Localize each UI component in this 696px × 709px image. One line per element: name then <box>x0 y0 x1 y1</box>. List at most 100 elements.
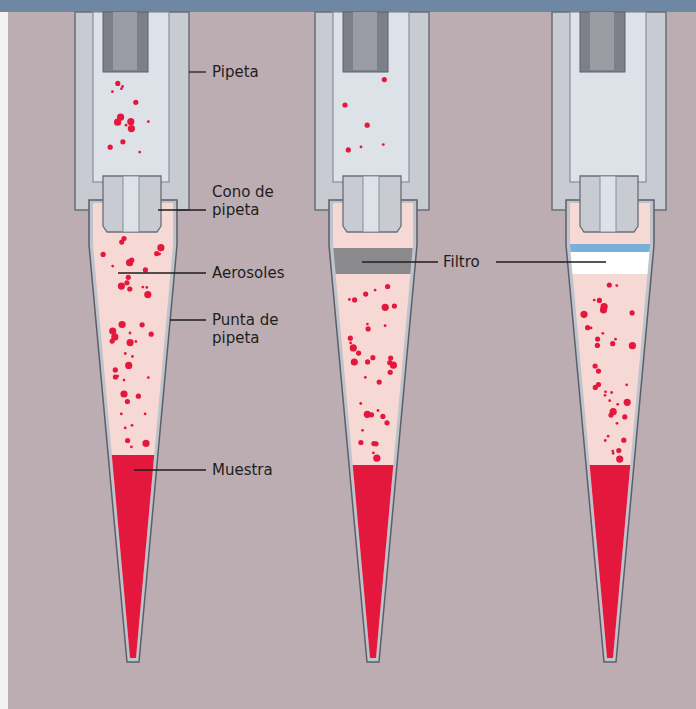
aerosol-droplet <box>604 390 607 393</box>
aerosol-droplet <box>615 284 618 287</box>
aerosol-droplet <box>124 352 127 355</box>
part-label: Punta de pipeta <box>212 311 304 347</box>
aerosol-droplet <box>115 81 120 86</box>
aerosol-droplet <box>366 326 371 331</box>
aerosol-droplet <box>380 414 385 419</box>
aerosol-droplet <box>373 441 378 446</box>
aerosol-droplet <box>611 450 614 453</box>
aerosol-droplet <box>120 139 125 144</box>
aerosol-droplet <box>363 292 368 297</box>
aerosol-droplet <box>124 280 129 285</box>
aerosol-droplet <box>372 452 375 455</box>
aerosol-droplet <box>133 100 138 105</box>
aerosol-droplet <box>143 267 148 272</box>
aerosol-droplet <box>596 369 601 374</box>
aerosol-droplet <box>359 402 362 405</box>
aerosol-droplet <box>125 362 132 369</box>
part-label: Cono de pipeta <box>212 183 304 219</box>
aerosol-droplet <box>129 332 132 335</box>
aerosol-droplet <box>364 376 367 379</box>
aerosol-droplet <box>376 457 379 460</box>
aerosol-droplet <box>600 306 607 313</box>
aerosol-droplet <box>616 456 623 463</box>
aerosol-droplet <box>119 321 126 328</box>
aerosol-droplet <box>593 299 596 302</box>
aerosol-droplet <box>387 360 392 365</box>
aerosol-droplet <box>370 355 375 360</box>
part-label: Aerosoles <box>212 264 332 282</box>
aerosol-droplet <box>135 340 138 343</box>
aerosol-droplet <box>120 413 123 416</box>
aerosol-droplet <box>147 120 150 123</box>
aerosol-droplet <box>365 123 370 128</box>
aerosol-droplet <box>596 382 601 387</box>
aerosol-droplet <box>123 379 126 382</box>
aerosol-droplet <box>608 413 613 418</box>
aerosol-droplet <box>130 446 133 449</box>
aerosol-droplet <box>145 286 148 289</box>
aerosol-droplet <box>147 376 150 379</box>
aerosol-droplet <box>382 304 389 311</box>
aerosol-droplet <box>113 367 118 372</box>
aerosol-droplet <box>625 383 628 386</box>
aerosol-droplet <box>622 414 627 419</box>
aerosol-droplet <box>342 102 347 107</box>
aerosol-droplet <box>110 338 115 343</box>
aerosol-droplet <box>624 399 631 406</box>
pipette-plain <box>75 12 189 675</box>
aerosol-droplet <box>125 438 130 443</box>
aerosol-droplet <box>128 125 135 132</box>
aerosol-droplet <box>385 284 390 289</box>
aerosol-droplet <box>157 244 164 251</box>
aerosol-droplet <box>595 343 600 348</box>
aerosol-droplet <box>116 375 119 378</box>
aerosol-droplet <box>601 332 604 335</box>
aerosol-droplet <box>348 336 353 341</box>
aerosol-droplet <box>388 355 393 360</box>
aerosol-droplet <box>120 87 123 90</box>
aerosol-droplet <box>382 143 385 146</box>
aerosol-droplet <box>125 124 128 127</box>
aerosol-droplet <box>111 265 114 268</box>
aerosol-droplet <box>138 151 141 154</box>
aerosol-droplet <box>604 394 607 397</box>
aerosol-droplet <box>590 327 593 330</box>
aerosol-droplet <box>388 370 393 375</box>
aerosol-droplet <box>350 344 357 351</box>
aerosol-droplet <box>149 332 154 337</box>
aerosol-droplet <box>360 146 363 149</box>
aerosol-droplet <box>610 391 613 394</box>
aerosol-droplet <box>144 291 151 298</box>
part-label: Muestra <box>212 461 332 479</box>
aerosol-droplet <box>366 323 369 326</box>
aerosol-droplet <box>131 424 134 427</box>
aerosol-droplet <box>114 119 121 126</box>
aerosol-droplet <box>580 311 587 318</box>
aerosol-droplet <box>111 90 114 93</box>
aerosol-droplet <box>349 342 352 345</box>
aerosol-droplet <box>127 286 132 291</box>
aerosol-droplet <box>604 439 607 442</box>
aerosol-droplet <box>608 399 611 402</box>
aerosol-droplet <box>616 422 619 425</box>
aerosol-droplet <box>369 412 374 417</box>
top-bar <box>0 0 696 12</box>
aerosol-droplet <box>392 303 397 308</box>
aerosol-droplet <box>621 438 626 443</box>
aerosol-droplet <box>614 338 617 341</box>
aerosol-droplet <box>120 390 127 397</box>
aerosol-droplet <box>127 118 134 125</box>
aerosol-droplet <box>358 440 363 445</box>
aerosol-droplet <box>158 253 161 256</box>
aerosol-droplet <box>597 298 602 303</box>
aerosol-droplet <box>144 413 147 416</box>
aerosol-droplet <box>616 448 621 453</box>
aerosol-droplet <box>384 324 387 327</box>
margin-strip <box>0 0 8 709</box>
pipette-filter-grey <box>315 12 429 675</box>
aerosol-droplet <box>131 355 134 358</box>
aerosol-droplet <box>101 252 106 257</box>
aerosol-droplet <box>121 236 126 241</box>
